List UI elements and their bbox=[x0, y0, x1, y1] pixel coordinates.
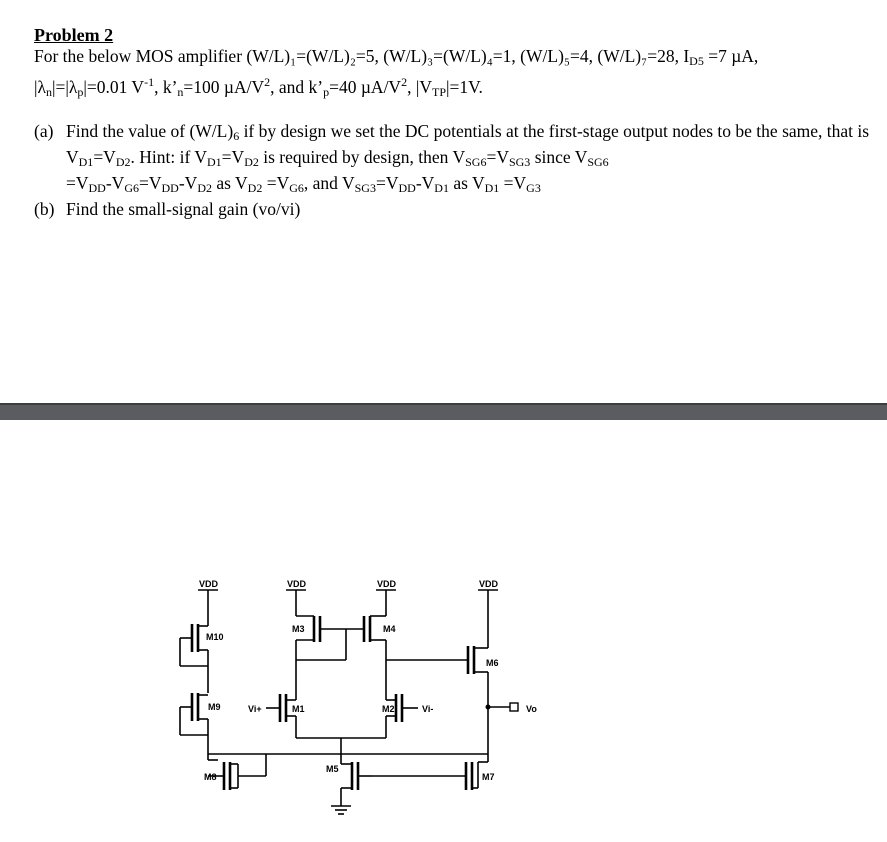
m7-label: M7 bbox=[482, 772, 495, 782]
problem-document: Problem 2 For the below MOS amplifier (W… bbox=[34, 24, 874, 220]
m2-label: M2 bbox=[382, 704, 395, 714]
vdd-label-2: VDD bbox=[287, 579, 307, 589]
section-divider-bar bbox=[0, 403, 887, 420]
problem-title: Problem 2 bbox=[34, 25, 114, 45]
m3-label: M3 bbox=[292, 624, 305, 634]
m10-label: M10 bbox=[206, 632, 224, 642]
m8-transistor bbox=[208, 754, 267, 790]
vi-minus-label: Vi- bbox=[422, 704, 433, 714]
m2-transistor bbox=[385, 694, 418, 738]
part-a-text: Find the value of (W/L)6 if by design we… bbox=[66, 121, 870, 195]
part-b-text: Find the small-signal gain (vo/vi) bbox=[66, 199, 301, 219]
m9-transistor bbox=[179, 693, 209, 760]
vi-plus-label: Vi+ bbox=[248, 704, 262, 714]
mos-amplifier-schematic: VDD VDD VDD VDD M10 M9 M8 M3 bbox=[179, 579, 537, 815]
m4-label: M4 bbox=[383, 624, 396, 634]
m6-transistor bbox=[386, 640, 489, 762]
problem-intro-line1: For the below MOS amplifier (W/L)₁=(W/L)… bbox=[34, 46, 759, 68]
part-a-label: (a) bbox=[34, 121, 54, 141]
ground-icon bbox=[331, 805, 351, 815]
m7-transistor bbox=[372, 761, 488, 790]
m6-label: M6 bbox=[486, 658, 499, 668]
m5-transistor bbox=[340, 762, 372, 806]
vdd-label-4: VDD bbox=[479, 579, 499, 589]
m5-label: M5 bbox=[326, 764, 339, 774]
m1-label: M1 bbox=[292, 704, 305, 714]
question-list: (a) Find the value of (W/L)6 if by desig… bbox=[34, 121, 874, 220]
problem-intro-line2: |λn|=|λp|=0.01 V-1, k’n=100 µA/V2, and k… bbox=[34, 75, 483, 99]
question-part-b: (b) Find the small-signal gain (vo/vi) bbox=[34, 199, 874, 220]
m10-transistor bbox=[179, 615, 209, 693]
question-part-a: (a) Find the value of (W/L)6 if by desig… bbox=[34, 121, 874, 199]
m8-label: M8 bbox=[204, 772, 217, 782]
m9-label: M9 bbox=[208, 702, 221, 712]
m4-transistor bbox=[296, 608, 387, 700]
vdd-rails bbox=[198, 589, 498, 640]
vo-label: Vo bbox=[526, 704, 537, 714]
m1-transistor bbox=[266, 694, 297, 738]
part-b-label: (b) bbox=[34, 199, 55, 219]
vdd-label-1: VDD bbox=[199, 579, 219, 589]
m3-transistor bbox=[295, 608, 346, 700]
output-node bbox=[485, 702, 519, 712]
vdd-label-3: VDD bbox=[377, 579, 397, 589]
